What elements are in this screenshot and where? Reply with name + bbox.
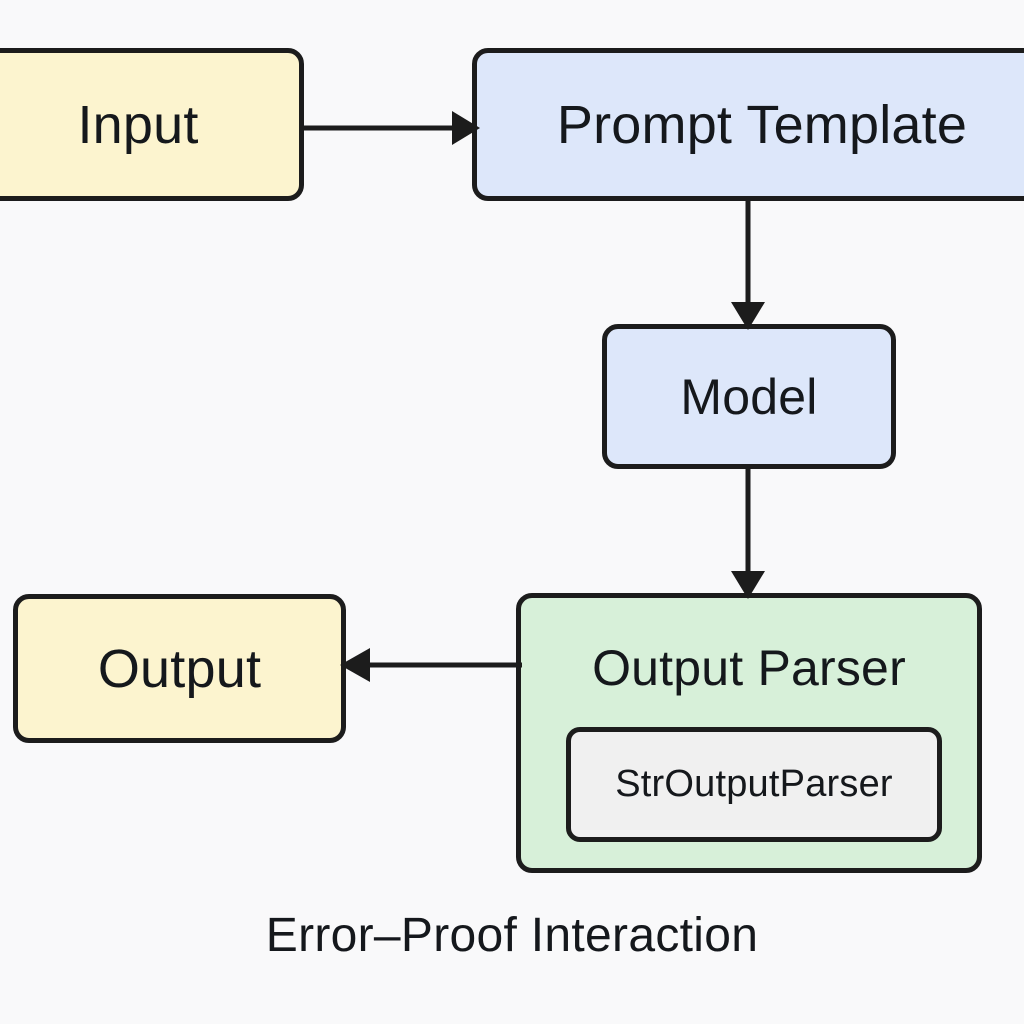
arrow-output-parser-to-output (340, 648, 522, 682)
arrow-prompt-template-to-model (731, 198, 765, 330)
node-input[interactable]: Input (0, 48, 304, 201)
node-output-parser-label: Output Parser (592, 640, 906, 696)
node-prompt-template[interactable]: Prompt Template (472, 48, 1024, 201)
node-input-label: Input (77, 94, 199, 155)
arrow-input-to-prompt-template (300, 111, 480, 145)
node-output-parser[interactable]: Output Parser StrOutputParser (516, 593, 982, 873)
node-model-label: Model (680, 368, 818, 425)
node-output[interactable]: Output (13, 594, 346, 743)
node-str-output-parser-label: StrOutputParser (615, 763, 893, 805)
node-model[interactable]: Model (602, 324, 896, 469)
diagram-caption: Error–Proof Interaction (265, 909, 759, 962)
arrow-model-to-output-parser (731, 466, 765, 599)
node-prompt-template-label: Prompt Template (556, 94, 968, 155)
node-output-label: Output (97, 638, 262, 699)
node-str-output-parser[interactable]: StrOutputParser (566, 727, 942, 842)
